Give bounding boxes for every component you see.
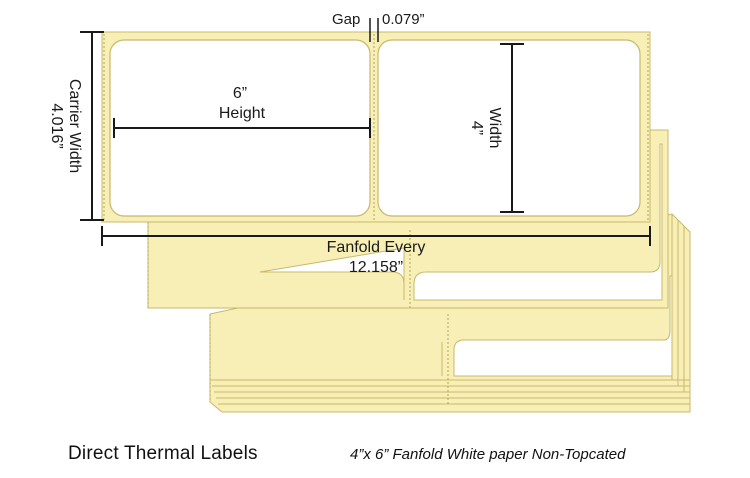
carrier-value: 4.016” xyxy=(48,103,65,148)
label-stack-bottom xyxy=(453,275,673,377)
gap-value: 0.079” xyxy=(382,11,425,28)
gap-dimension: Gap 0.079” xyxy=(332,11,425,42)
label-right xyxy=(377,39,641,217)
caption-subtitle: 4”x 6” Fanfold White paper Non-Topcated xyxy=(350,446,626,463)
carrier-label: Carrier Width xyxy=(66,79,83,173)
label-middle-left xyxy=(259,247,405,300)
height-value: 6” xyxy=(233,85,247,102)
label-middle-right xyxy=(413,143,663,301)
caption-title: Direct Thermal Labels xyxy=(68,443,258,464)
fanfold-label: Fanfold Every xyxy=(327,239,426,256)
width-label: Width xyxy=(486,108,503,149)
fanfold-value: 12.158” xyxy=(349,259,403,276)
width-value: 4” xyxy=(468,121,485,135)
width-dimension: Width 4” xyxy=(468,43,524,213)
fanfold-dimension: Fanfold Every 12.158” xyxy=(101,226,651,276)
height-label: Height xyxy=(219,105,266,122)
gap-label: Gap xyxy=(332,11,360,28)
height-dimension: 6” Height xyxy=(113,85,371,138)
carrier-width-dimension: Carrier Width 4.016” xyxy=(48,31,104,221)
